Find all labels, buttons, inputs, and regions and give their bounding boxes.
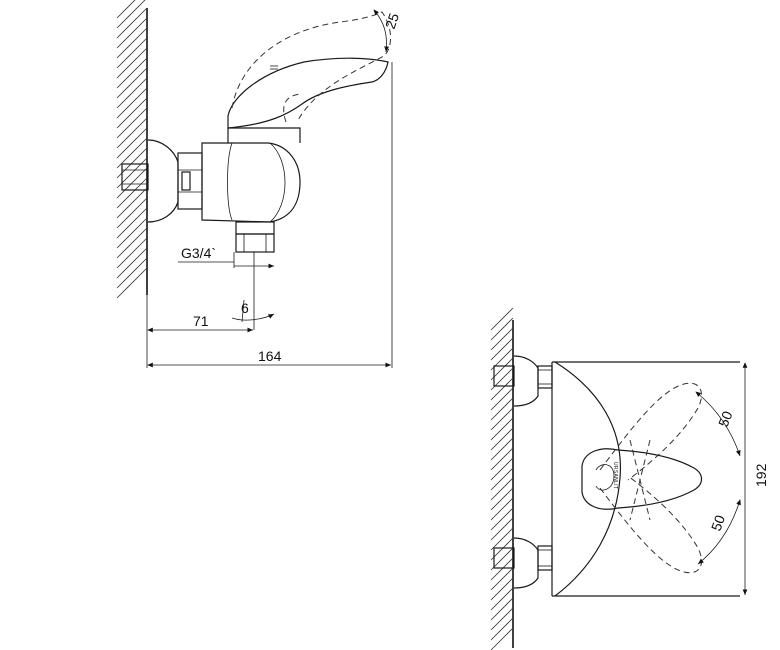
wall-hatch-line [116,247,148,279]
wall-hatch-line [116,207,148,239]
wall-hatch-line [116,87,148,119]
wall-hatch-line [490,507,514,531]
wall-hatch-line [490,617,514,641]
handle-mark [270,65,278,70]
wall-hatch-line [490,357,514,381]
wall-hatch-line [490,437,514,461]
wall-right [490,307,514,650]
wall-hatch-line [116,127,148,159]
wall-hatch-line [490,387,514,411]
wall-rosette [147,139,179,223]
thread-callout: G3/4` [178,245,274,269]
inlet-nipple [121,163,149,191]
wall-hatch-line [116,197,148,229]
wall-hatch-line [116,67,148,99]
dim-50-top-label: 50 [715,408,736,429]
handle-open-dashed [231,11,391,121]
wall-hatch-line [490,567,514,591]
wall-hatch-line [490,527,514,551]
wall-hatch-line [490,597,514,621]
wall-hatch-line [116,17,148,49]
wall-hatch-line [116,257,148,289]
wall-hatch-line [116,217,148,249]
dim-25-label: 25 [382,11,402,31]
wall-hatch-line [490,427,514,451]
dimension-swing-bottom: 50 [697,499,741,565]
dimension-tilt: 6 [231,300,275,321]
wall-hatch-line [116,267,148,299]
wall-hatch-line [116,27,148,59]
connection-nut [177,152,203,210]
wall-hatch-line [490,547,514,571]
wall-hatch-line [116,57,148,89]
dimension-164: 164 [147,348,391,368]
wall-hatch-line [490,377,514,401]
dimension-71: 71 [147,313,253,333]
wall-hatch-line [116,47,148,79]
thread-label: G3/4` [181,245,216,261]
wall-hatch-line [116,0,136,19]
dimension-handle-angle: 25 [373,9,402,53]
wall-hatch-line [116,7,148,39]
wall-hatch-line [116,117,148,149]
front-body [551,361,740,597]
wall-left [116,0,148,299]
wall-hatch-line [490,397,514,421]
handle-pivot-dashed [283,93,301,123]
wall-hatch-line [490,327,514,351]
wall-hatch-line [490,457,514,481]
wall-hatch-line [490,337,514,361]
wall-hatch-line [490,407,514,431]
wall-hatch-line [490,577,514,601]
lower-connection [493,537,553,589]
wall-hatch-line [490,467,514,491]
wall-hatch-line [490,627,514,650]
wall-hatch-line [116,37,148,69]
mixer-body [201,127,301,223]
front-lever: URSANLIT [581,448,703,510]
wall-hatch-line [116,227,148,259]
wall-hatch-line [490,417,514,441]
wall-hatch-line [490,487,514,511]
wall-hatch-line [116,137,148,169]
front-view: URSANLIT 50 50 192 [490,307,769,650]
wall-hatch-line [116,77,148,109]
handle-closed [227,57,389,129]
wall-hatch-line [490,447,514,471]
wall-hatch-line [116,167,148,199]
dim-192-label: 192 [753,463,769,487]
wall-hatch-line [116,0,146,29]
dim-50-bottom-label: 50 [708,513,728,533]
dimension-swing-top: 50 [695,391,741,457]
wall-hatch-line [116,187,148,219]
wall-hatch-line [490,607,514,631]
dim-6-label: 6 [241,300,249,316]
wall-hatch-line [116,177,148,209]
side-view: 25 G3/4` 6 71 164 [116,0,402,368]
lever-swing-dashed [599,382,702,574]
dim-71-label: 71 [193,313,209,329]
dimension-192: 192 [742,362,769,595]
wall-hatch-line [116,237,148,269]
wall-hatch-line [116,107,148,139]
wall-hatch-line [490,497,514,521]
wall-hatch-line [490,307,514,331]
upper-connection [493,355,553,407]
wall-hatch-line [490,517,514,541]
wall-hatch-line [490,477,514,501]
dim-164-label: 164 [258,348,282,364]
wall-hatch-line [490,587,514,611]
wall-hatch-line [490,317,514,341]
wall-hatch-line [490,557,514,581]
outlet [235,221,275,253]
wall-hatch-line [490,537,514,561]
brand-label: URSANLIT [612,462,618,489]
wall-hatch-line [116,97,148,129]
